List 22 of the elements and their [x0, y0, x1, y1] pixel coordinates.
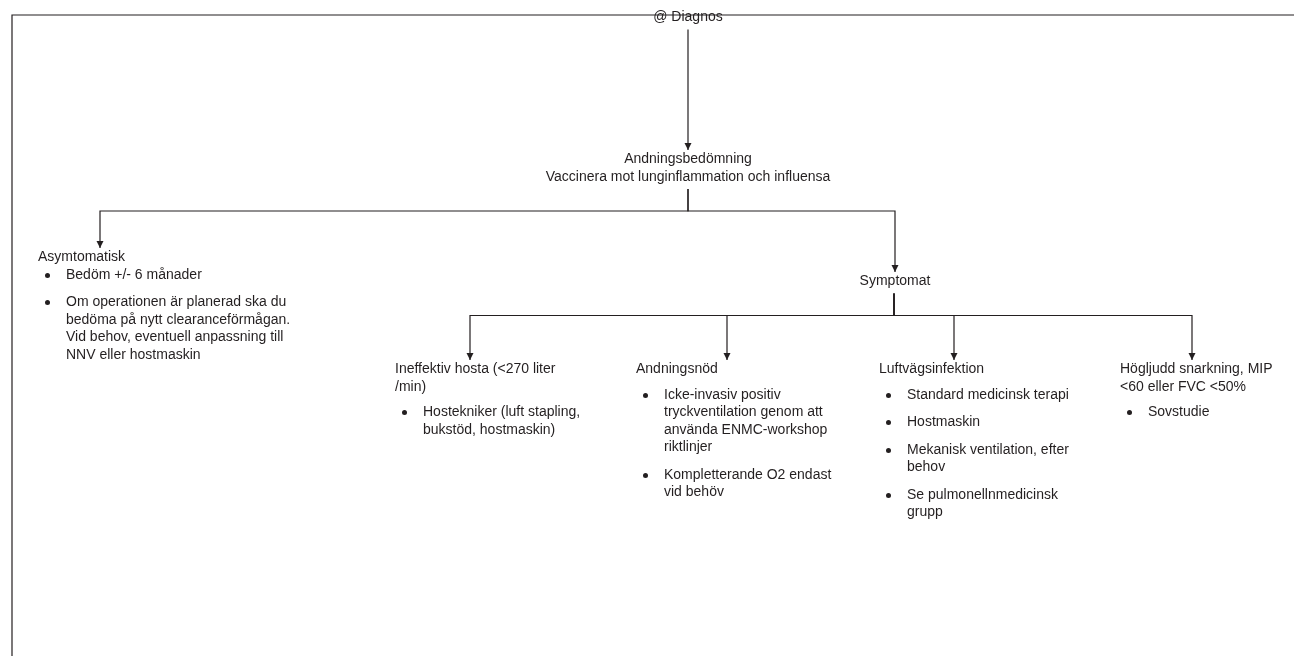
arrow [684, 28, 692, 151]
arrow [893, 292, 1196, 361]
bullet-item: Standard medicinsk terapi [907, 385, 1069, 403]
branch-heading: Luftvägsinfektion [879, 360, 986, 378]
bullet-item: Sovstudie [1148, 403, 1210, 421]
bullet-item: Icke-invasiv positiv tryckventilation genom att använda ENMC-workshop riktlinjer [664, 385, 829, 456]
bullet-item: Om operationen är planerad ska du bedöma på nytt clearanceförmågan. Vid behov, eventuell anpassning till NNV eller hostmaskin [66, 293, 292, 363]
branch-heading: Ineffektiv hosta (<270 liter /min) [395, 360, 557, 395]
step-heading: Symptomat [858, 272, 932, 290]
step-note: Vaccinera mot lunginflammation och influensa [544, 167, 832, 185]
branch-heading: Andningsnöd [636, 360, 719, 378]
bullet-item: Bedöm +/- 6 månader [66, 265, 202, 283]
bullet-item: Se pulmonellnmedicinsk grupp [907, 485, 1059, 521]
branch-heading: Asymtomatisk [38, 248, 127, 266]
bullet-item: Hostekniker (luft stapling, bukstöd, hostmaskin) [423, 403, 582, 438]
bullet-item: Mekanisk ventilation, efter behov [907, 440, 1070, 476]
step-heading: Andningsbedömning [623, 150, 753, 168]
branch-heading: Högljudd snarkning, MIP <60 eller FVC <50% [1120, 360, 1274, 395]
bullet-item: Kompletterande O2 endast vid behöv [664, 465, 833, 501]
bullet-item: Hostmaskin [907, 413, 981, 431]
arrow [687, 188, 899, 273]
step-heading: @ Diagnos [652, 8, 724, 26]
